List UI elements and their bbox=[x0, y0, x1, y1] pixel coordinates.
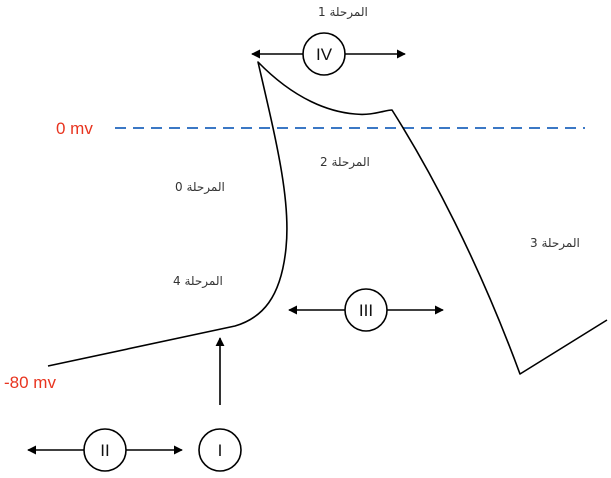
marker-iii-label: III bbox=[359, 301, 373, 320]
action-potential-curve bbox=[47, 61, 608, 375]
marker-ii: II bbox=[27, 428, 183, 472]
marker-i: I bbox=[198, 337, 242, 472]
marker-i-circle bbox=[198, 428, 242, 472]
marker-iii: III bbox=[288, 288, 444, 332]
phase-3-label: المرحلة 3 bbox=[530, 236, 580, 251]
phase-0-label: المرحلة 0 bbox=[175, 180, 225, 195]
resting-mv-label: -80 mv bbox=[4, 373, 56, 392]
phase-2-label: المرحلة 2 bbox=[320, 155, 370, 170]
zero-mv-label: 0 mv bbox=[56, 119, 93, 138]
marker-iii-circle bbox=[344, 288, 388, 332]
marker-iv-label: IV bbox=[316, 45, 333, 64]
marker-i-label: I bbox=[218, 441, 223, 460]
phase-4-label: المرحلة 4 bbox=[173, 274, 223, 289]
phase-1-label: المرحلة 1 bbox=[318, 5, 368, 20]
marker-ii-label: II bbox=[100, 441, 109, 460]
marker-iv-circle bbox=[302, 32, 346, 76]
marker-iv: IV bbox=[251, 32, 406, 76]
marker-ii-circle bbox=[83, 428, 127, 472]
